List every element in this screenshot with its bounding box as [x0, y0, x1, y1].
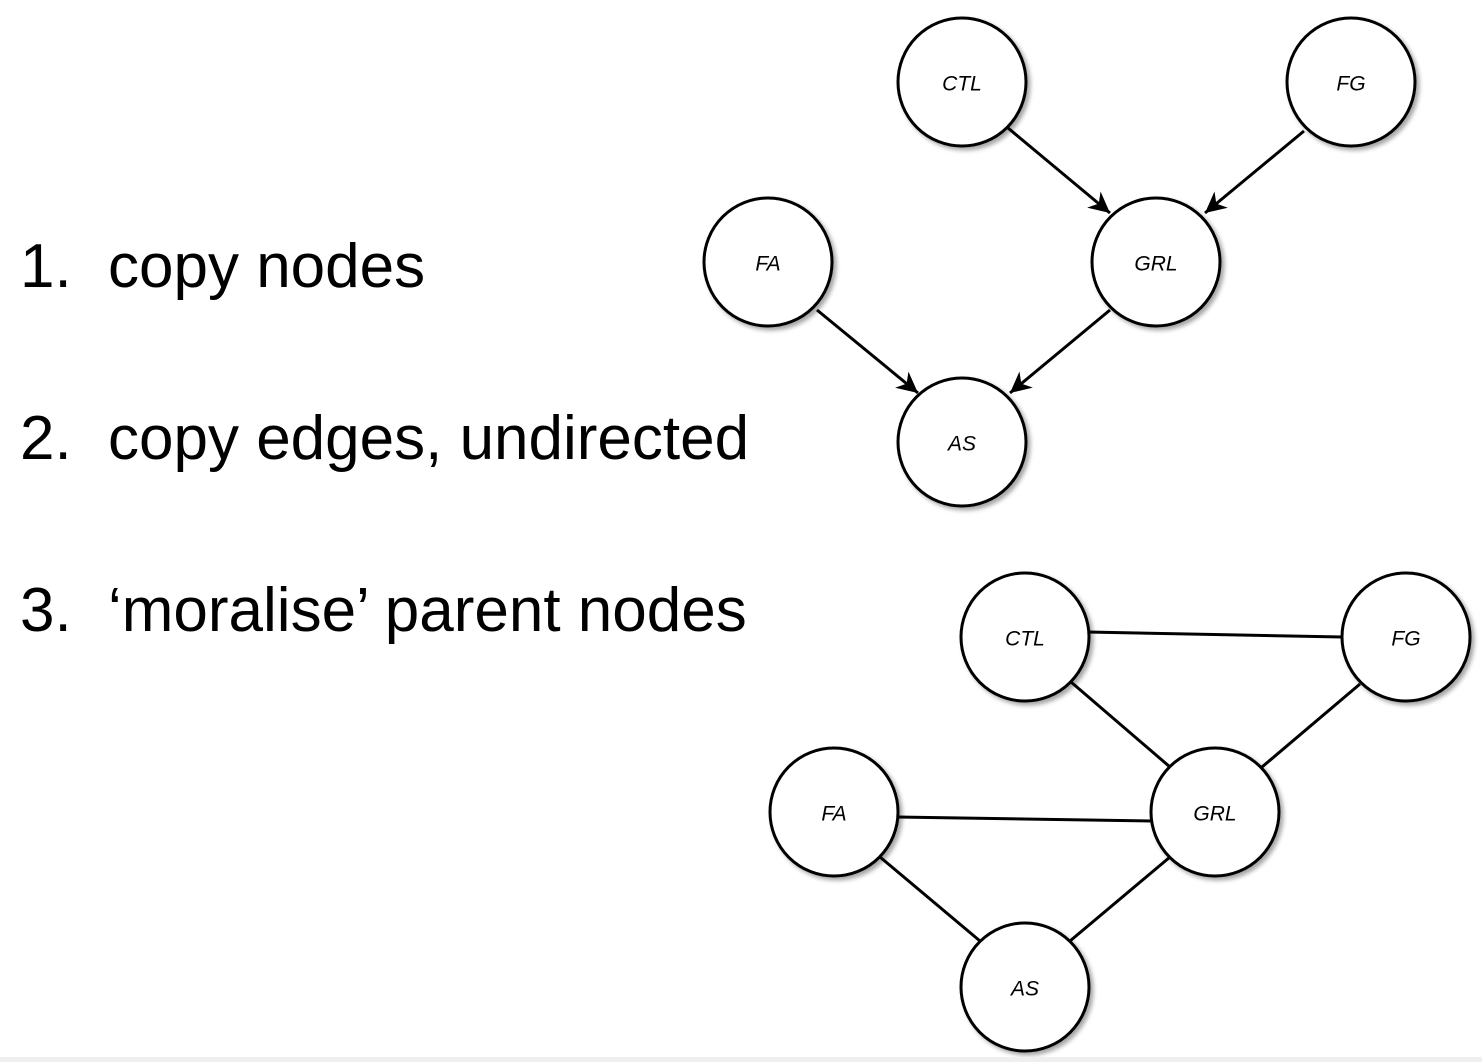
node-ctl: CTL [896, 16, 1028, 148]
moral-edge-grl-as [1069, 855, 1171, 943]
directed-graph: CTL FG FA GRL AS [702, 16, 1417, 508]
moral-edge-fa-grl [896, 815, 1153, 823]
node-grl-label: GRL [1134, 253, 1177, 276]
moral-node-ctl: CTL [959, 571, 1091, 703]
moral-node-grl: GRL [1149, 746, 1281, 878]
node-ctl-label: CTL [942, 73, 982, 96]
node-fg: FG [1285, 16, 1417, 148]
node-as: AS [896, 376, 1028, 508]
node-as-label: AS [946, 433, 976, 456]
moral-node-fa: FA [768, 746, 900, 878]
moral-graph: CTL FG FA GRL AS [768, 571, 1472, 1053]
moral-edge-fa-as [879, 855, 981, 943]
moral-node-as: AS [959, 921, 1091, 1053]
node-fg-label: FG [1336, 73, 1365, 96]
bottom-divider [0, 1057, 1482, 1062]
moral-node-fg-label: FG [1391, 628, 1420, 651]
moral-node-as-label: AS [1009, 978, 1039, 1001]
moral-edge-fg-grl [1261, 682, 1361, 769]
edge-ctl-grl [1007, 126, 1111, 215]
moral-node-ctl-label: CTL [1005, 628, 1045, 651]
node-grl: GRL [1090, 196, 1222, 328]
node-fa: FA [702, 196, 834, 328]
edge-fa-as [816, 308, 919, 395]
edge-fg-grl [1204, 129, 1305, 215]
moral-edge-ctl-fg [1086, 630, 1343, 639]
edge-grl-as [1009, 308, 1111, 395]
moral-edge-ctl-grl [1070, 680, 1171, 769]
moral-node-grl-label: GRL [1193, 803, 1236, 826]
moral-node-fa-label: FA [821, 803, 846, 826]
node-fa-label: FA [755, 253, 780, 276]
moral-node-fg: FG [1340, 571, 1472, 703]
